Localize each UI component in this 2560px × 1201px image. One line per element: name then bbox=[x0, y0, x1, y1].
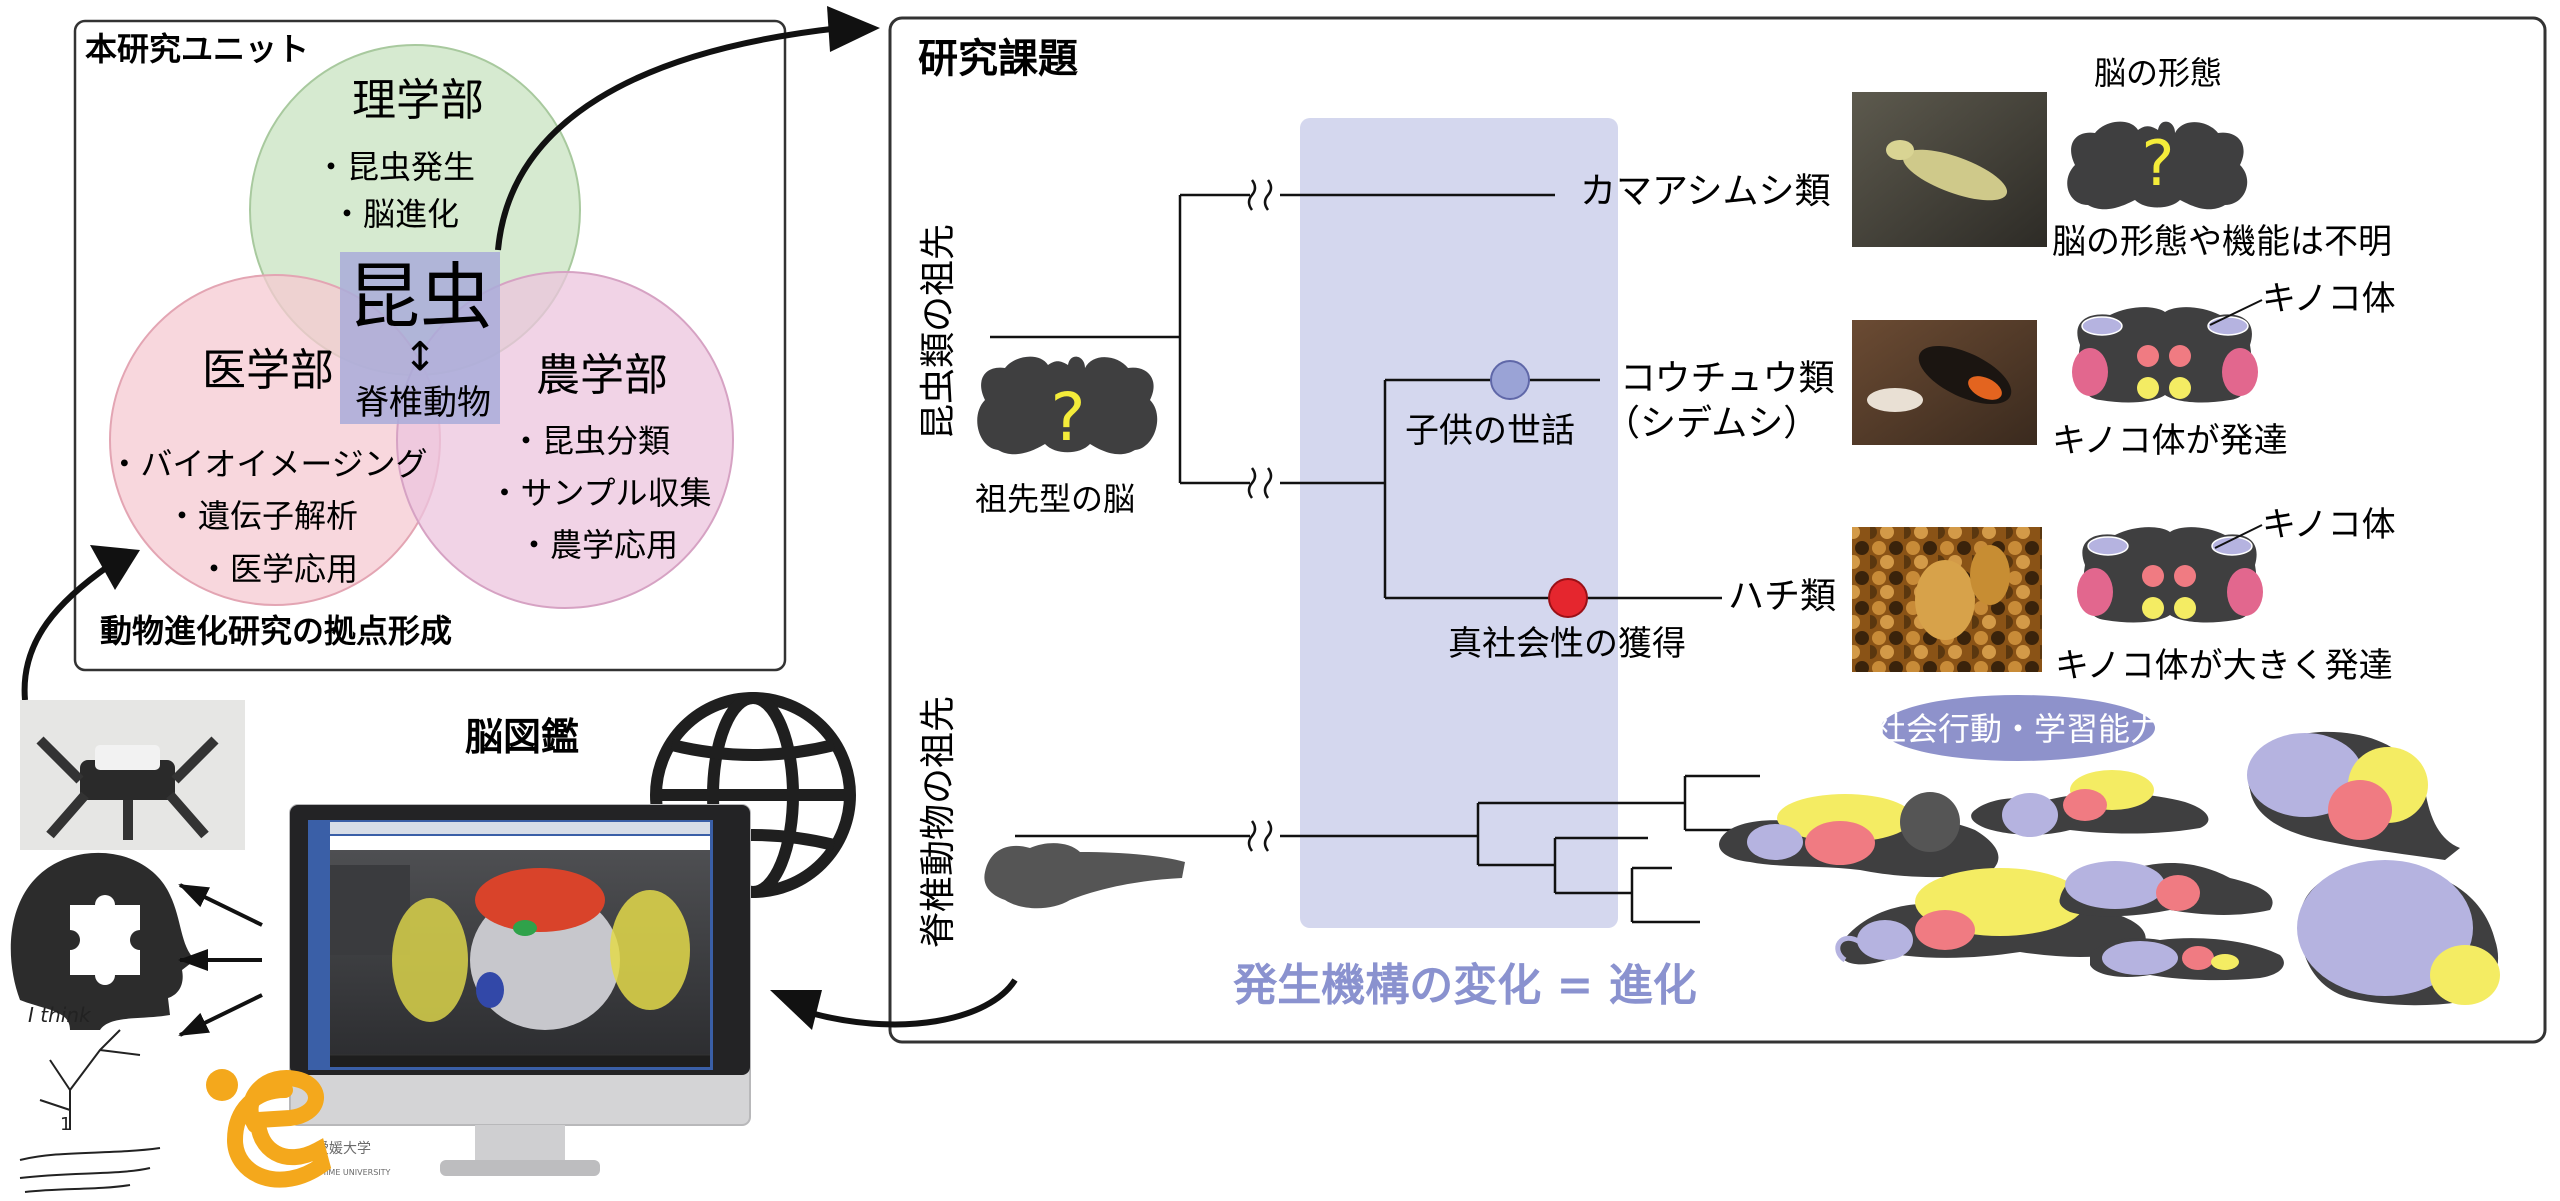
agriculture-name: 農学部 bbox=[536, 350, 668, 401]
ancestral-brain-question: ? bbox=[1050, 379, 1085, 456]
robot-photo bbox=[20, 700, 245, 850]
trait-parental-care: 子供の世話 bbox=[1405, 411, 1575, 451]
ancestral-brain-icon: ? bbox=[977, 356, 1158, 456]
eusociality-node bbox=[1548, 578, 1588, 618]
fish-brain-icon bbox=[1719, 792, 1999, 878]
brain-form-header: 脳の形態 bbox=[2094, 54, 2222, 92]
unit-panel-footer: 動物進化研究の拠点形成 bbox=[100, 612, 452, 650]
darwin-note: I think bbox=[28, 1003, 92, 1027]
taxon-bee: ハチ類 bbox=[1728, 576, 1836, 617]
agriculture-item-3: ・農学応用 bbox=[518, 526, 678, 564]
trait-eusociality: 真社会性の獲得 bbox=[1448, 624, 1686, 664]
arrow-to-atlas bbox=[799, 978, 1018, 1028]
mushroom-pointer-beetle bbox=[2209, 299, 2263, 326]
mushroom-label-bee: キノコ体 bbox=[2262, 505, 2396, 545]
agriculture-item-1: ・昆虫分類 bbox=[510, 422, 670, 460]
medicine-item-1: ・バイオイメージング bbox=[108, 445, 427, 483]
unknown-brain-question: ? bbox=[2142, 127, 2175, 200]
parental-care-node bbox=[1490, 360, 1530, 400]
taxon-beetle-sub: （シデムシ） bbox=[1604, 403, 1819, 444]
insect-ancestor-label: 昆虫類の祖先 bbox=[918, 224, 959, 440]
social-badge bbox=[1881, 695, 2155, 761]
mushroom-pointer-bee bbox=[2214, 524, 2263, 549]
social-badge-label: 社会行動・学習能力 bbox=[1874, 710, 2162, 748]
ancestral-brain-label: 祖先型の脳 bbox=[975, 480, 1135, 518]
bottom-caption: 発生機構の変化 = 進化 bbox=[1232, 960, 1697, 1011]
silverfish-photo bbox=[1852, 92, 2047, 247]
agriculture-item-2: ・サンプル収集 bbox=[488, 474, 711, 512]
vertebrate-ancestor-label: 脊椎動物の祖先 bbox=[918, 696, 959, 948]
unit-panel-title: 本研究ユニット bbox=[85, 30, 309, 68]
mushroom-developed-label: キノコ体が発達 bbox=[2052, 421, 2288, 461]
unknown-brain-icon: ? bbox=[2067, 121, 2248, 210]
vertebrate-tree bbox=[1015, 774, 1760, 924]
brain-atlas: 脳図鑑 I think 1 bbox=[10, 692, 856, 1193]
brain-atlas-title: 脳図鑑 bbox=[465, 715, 579, 759]
medicine-name: 医学部 bbox=[202, 345, 334, 396]
taxon-beetle: コウチュウ類 bbox=[1620, 358, 1835, 399]
medicine-item-2: ・遺伝子解析 bbox=[166, 497, 358, 535]
logo-univ-en: EHIME UNIVERSITY bbox=[315, 1168, 391, 1177]
mushroom-label-beetle: キノコ体 bbox=[2262, 279, 2396, 319]
science-item-1: ・昆虫発生 bbox=[315, 148, 475, 186]
science-name: 理学部 bbox=[352, 75, 484, 126]
center-arrow-icon: ↕ bbox=[403, 334, 437, 380]
center-box bbox=[340, 252, 500, 424]
darwin-sketch: I think 1 bbox=[19, 1003, 161, 1193]
arrow-to-head bbox=[178, 883, 263, 927]
small-mammal-brain-icon bbox=[2090, 938, 2284, 981]
arrow-to-unit bbox=[21, 562, 112, 701]
arrow-to-atlas-head bbox=[770, 990, 822, 1030]
research-title: 研究課題 bbox=[918, 36, 1078, 82]
arrow-to-research-head bbox=[827, 6, 880, 52]
head-puzzle-icon bbox=[10, 852, 196, 1030]
ehime-logo bbox=[206, 1069, 332, 1188]
arrow-to-unit-head bbox=[90, 545, 140, 590]
bee-photo bbox=[1852, 527, 2042, 672]
development-band bbox=[1300, 118, 1618, 928]
unit-panel: 本研究ユニット 理学部 ・昆虫発生 ・脳進化 医学部 ・バイオイメージング ・遺… bbox=[73, 19, 787, 672]
darwin-node-label: 1 bbox=[60, 1114, 71, 1135]
vertebrate-ancestor-icon bbox=[984, 843, 1185, 909]
brain-unknown-label: 脳の形態や機能は不明 bbox=[2052, 222, 2392, 262]
reptile-brain-icon bbox=[1835, 868, 2146, 965]
center-insect: 昆虫 bbox=[348, 255, 492, 339]
science-item-2: ・脳進化 bbox=[331, 195, 459, 233]
break-marks-insect bbox=[1247, 179, 1273, 499]
frog-brain-icon bbox=[1971, 770, 2209, 837]
taxon-silverfish: カマアシムシ類 bbox=[1580, 171, 1831, 212]
medicine-item-3: ・医学応用 bbox=[198, 550, 358, 588]
beetle-photo bbox=[1852, 320, 2037, 445]
monitor: 愛媛大学 EHIME UNIVERSITY bbox=[289, 804, 751, 1177]
bird-brain-icon bbox=[2247, 731, 2460, 860]
human-brain-icon bbox=[2297, 860, 2500, 1006]
arrow-to-research bbox=[495, 25, 841, 251]
logo-univ-name: 愛媛大学 bbox=[315, 1141, 371, 1157]
mushroom-greatly-developed-label: キノコ体が大きく発達 bbox=[2055, 646, 2393, 686]
mammal-brain-icon bbox=[2059, 861, 2273, 917]
beetle-brain-icon bbox=[2072, 307, 2258, 403]
center-vertebrate: 脊椎動物 bbox=[355, 383, 491, 423]
bee-brain-icon bbox=[2077, 527, 2263, 623]
research-panel: 研究課題 昆虫類の祖先 脊椎動物の祖先 ? 祖先型の脳 bbox=[888, 16, 2547, 1044]
arrow-to-sketch bbox=[178, 993, 263, 1037]
